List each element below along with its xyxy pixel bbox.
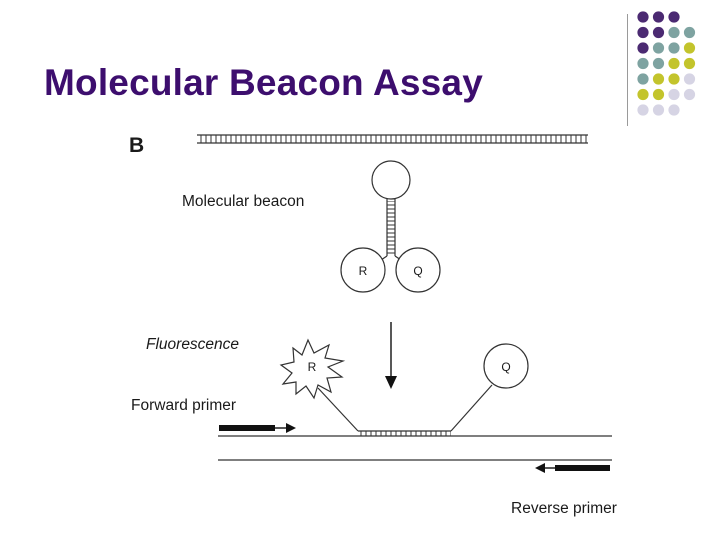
target-dna-duplex	[197, 134, 588, 144]
decorative-divider	[627, 14, 628, 126]
down-arrow-icon	[385, 322, 397, 389]
forward-primer-arrow-icon	[219, 423, 296, 433]
panel-label: B	[129, 134, 144, 157]
hybridized-probe	[317, 384, 493, 436]
fluorescing-reporter-burst: R	[279, 338, 346, 400]
forward-primer-label: Forward primer	[131, 397, 236, 414]
fluorescence-label: Fluorescence	[146, 336, 239, 353]
decorative-dot-grid	[637, 11, 696, 116]
burst-reporter-label: R	[308, 360, 317, 374]
decorative-dot	[668, 73, 680, 85]
decorative-dot	[652, 104, 665, 116]
reverse-primer-label: Reverse primer	[511, 500, 617, 517]
decorative-dot	[668, 88, 680, 101]
decorative-dot	[637, 11, 649, 23]
quencher-bead: Q	[395, 247, 441, 293]
decorative-dot	[683, 88, 696, 101]
decorative-dot	[637, 42, 649, 54]
quencher-label: Q	[413, 264, 422, 278]
decorative-dot	[652, 11, 665, 23]
decorative-dot	[668, 57, 680, 70]
reporter-label: R	[359, 264, 368, 278]
slide-title: Molecular Beacon Assay	[44, 62, 483, 103]
decorative-dot	[683, 57, 696, 70]
released-quencher-bead: Q	[483, 343, 529, 389]
decorative-dot	[668, 42, 680, 54]
molecular-beacon-label: Molecular beacon	[182, 193, 304, 210]
decorative-dot	[683, 42, 696, 54]
released-quencher-label: Q	[501, 360, 510, 374]
decorative-dot	[637, 26, 649, 39]
decorative-dot	[637, 73, 649, 85]
decorative-dot	[652, 73, 665, 85]
decorative-dot	[637, 88, 649, 101]
reverse-primer-arrow-icon	[535, 463, 610, 473]
decorative-dot	[637, 104, 649, 116]
decorative-dot	[668, 11, 680, 23]
decorative-dot	[668, 26, 680, 39]
decorative-dot	[652, 26, 665, 39]
decorative-dot	[652, 57, 665, 70]
decorative-dot	[652, 42, 665, 54]
decorative-dot	[683, 73, 696, 85]
decorative-dot	[683, 26, 696, 39]
decorative-dot	[668, 104, 680, 116]
molecular-beacon-hairpin	[371, 160, 411, 263]
decorative-dot	[652, 88, 665, 101]
reporter-bead: R	[340, 247, 386, 293]
decorative-dot	[637, 57, 649, 70]
